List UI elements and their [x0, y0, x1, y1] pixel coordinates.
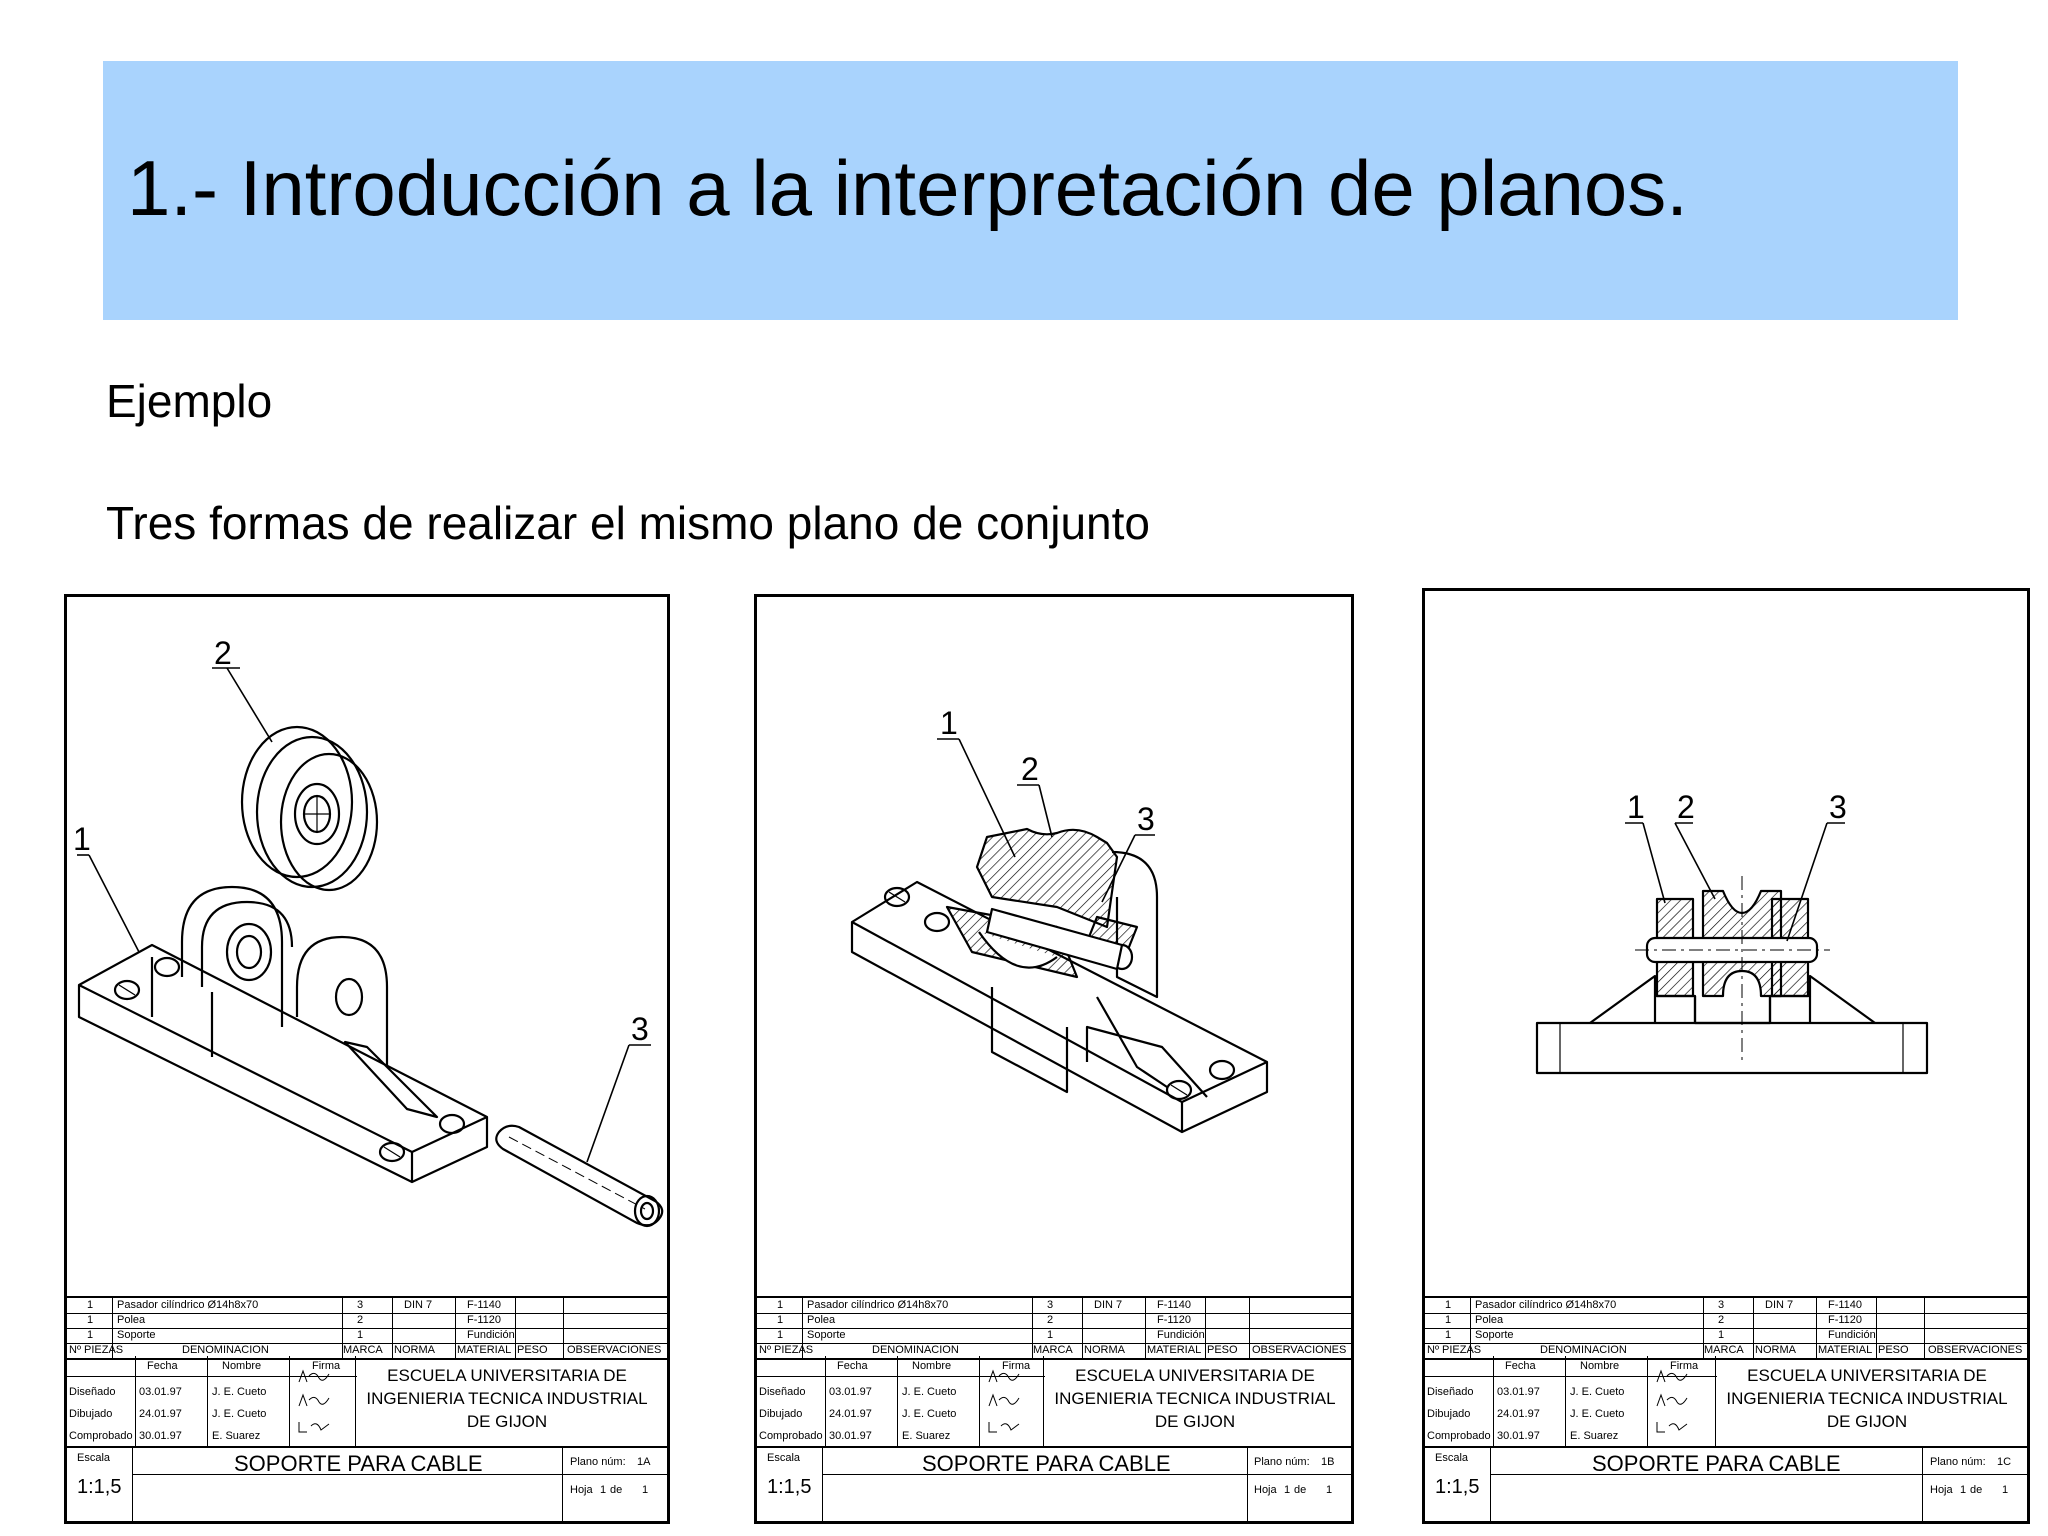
balloon-2: 2 — [1021, 751, 1039, 787]
signature-image — [1656, 1393, 1688, 1407]
balloon-1: 1 — [73, 821, 91, 857]
signature-image — [298, 1393, 330, 1407]
signature-image — [988, 1369, 1020, 1383]
drawing-title: SOPORTE PARA CABLE — [922, 1451, 1171, 1476]
balloon-1: 1 — [940, 705, 958, 741]
support-part — [77, 885, 489, 1184]
scale-value: 1:1,5 — [767, 1476, 812, 1498]
balloon-3: 3 — [1137, 801, 1155, 837]
orthographic-section-drawing: 1 2 3 — [1535, 789, 1929, 1075]
balloon-2: 2 — [1677, 789, 1695, 825]
scale-value: 1:1,5 — [1435, 1476, 1480, 1498]
plan-number: 1C — [1997, 1456, 2012, 1468]
signature-image — [298, 1369, 330, 1383]
title-band: 1.- Introducción a la interpretación de … — [103, 61, 1958, 320]
balloon-3: 3 — [1829, 789, 1847, 825]
plan-number: 1A — [637, 1456, 651, 1468]
title-footer: Escala 1:1,5 SOPORTE PARA CABLE Plano nú… — [757, 1446, 1351, 1521]
pulley-part — [240, 725, 379, 892]
signature-image — [988, 1393, 1020, 1407]
isometric-section-drawing: 1 2 3 — [850, 705, 1269, 1134]
slide-subtitle: Ejemplo — [106, 375, 273, 427]
signature-image — [298, 1422, 330, 1433]
balloon-3: 3 — [631, 1011, 649, 1047]
balloon-1: 1 — [1627, 789, 1645, 825]
title-footer: Escala 1:1,5 SOPORTE PARA CABLE Plano nú… — [67, 1446, 667, 1521]
pin-part — [495, 1124, 664, 1228]
drawing-title: SOPORTE PARA CABLE — [1592, 1451, 1841, 1476]
slide-description: Tres formas de realizar el mismo plano d… — [106, 497, 1150, 549]
drawing-title: SOPORTE PARA CABLE — [234, 1451, 483, 1476]
scale-value: 1:1,5 — [77, 1476, 122, 1498]
title-footer: Escala 1:1,5 SOPORTE PARA CABLE Plano nú… — [1425, 1446, 2027, 1521]
signature-image — [1656, 1369, 1688, 1383]
slide-title: 1.- Introducción a la interpretación de … — [127, 144, 1688, 232]
signature-image — [988, 1422, 1020, 1433]
signature-image — [1656, 1422, 1688, 1433]
exploded-assembly-drawing: 2 1 3 — [73, 635, 664, 1228]
plan-number: 1B — [1321, 1456, 1335, 1468]
balloon-2: 2 — [214, 635, 232, 671]
